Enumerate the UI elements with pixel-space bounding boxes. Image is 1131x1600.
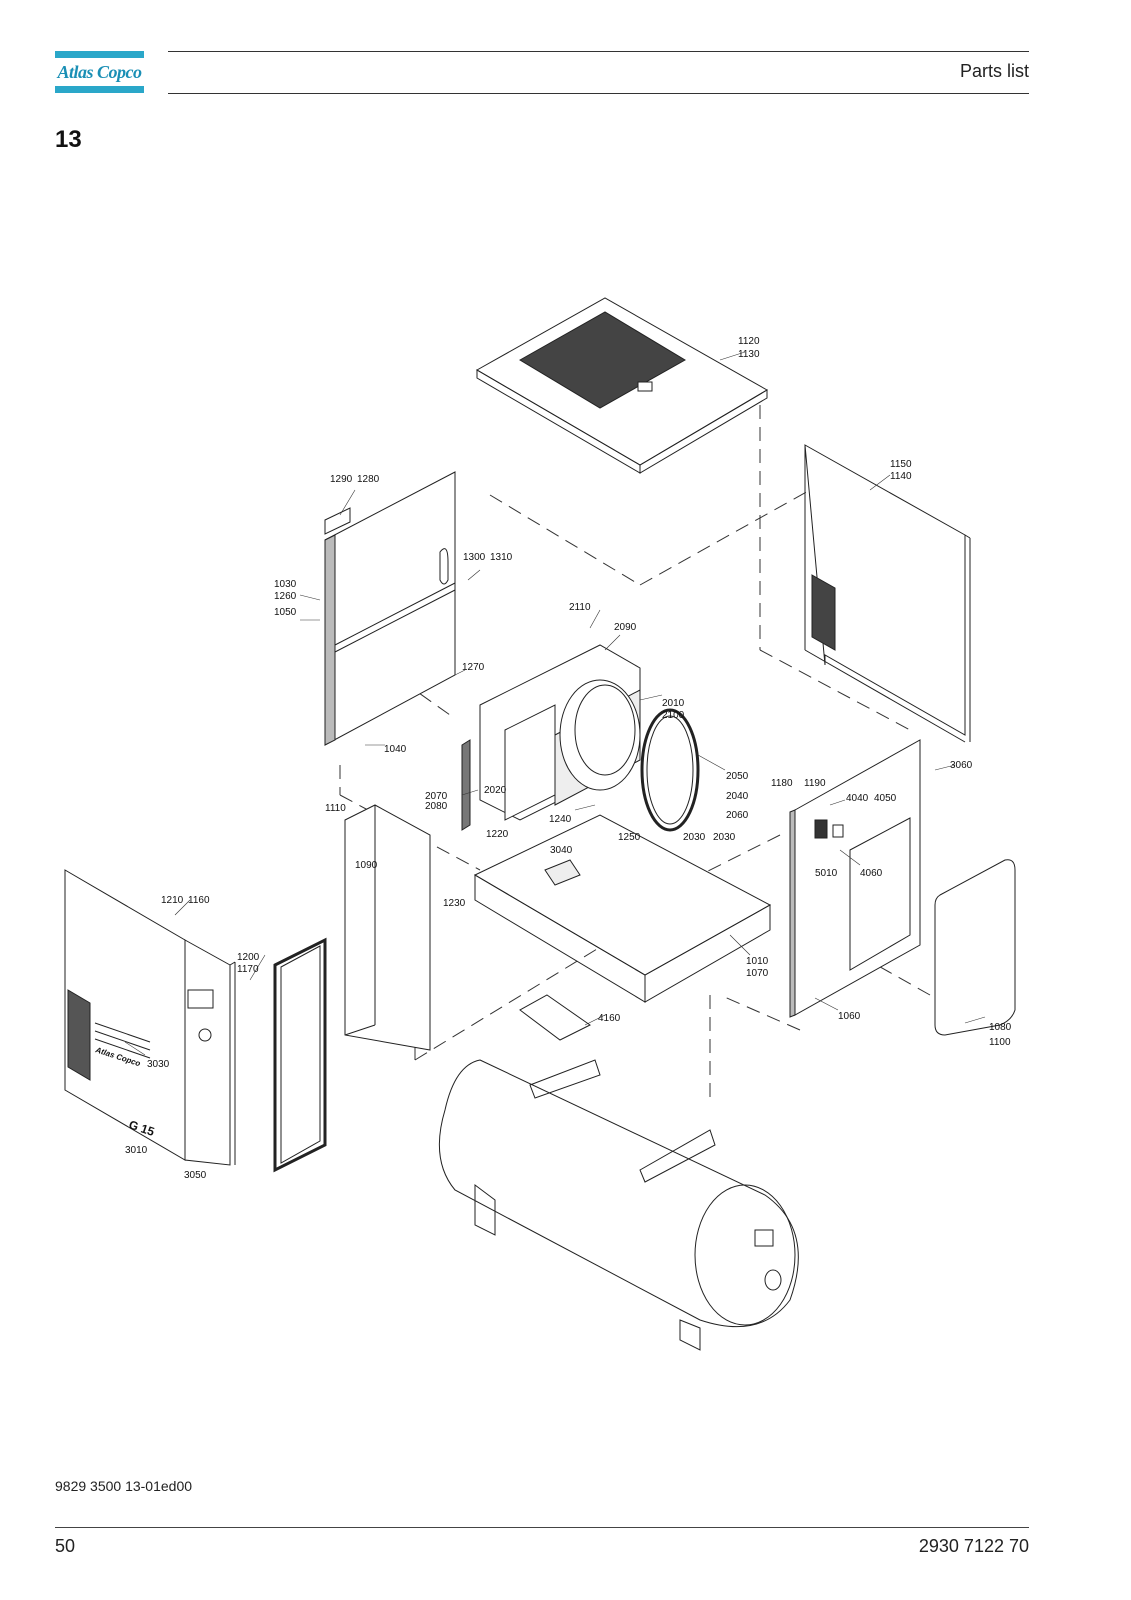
callout-2030: 2030 — [683, 832, 706, 843]
callout-1070: 1070 — [746, 968, 769, 979]
header-title: Parts list — [959, 61, 1029, 81]
callout-3050: 3050 — [184, 1170, 207, 1181]
callout-1080: 1080 — [989, 1022, 1012, 1033]
callout-1110: 1110 — [325, 803, 346, 814]
callout-1210: 1210 — [161, 895, 184, 906]
mounting-bracket — [461, 739, 471, 831]
header-rule-top — [168, 51, 1029, 52]
callout-1130: 1130 — [738, 349, 760, 360]
top-cover-panel — [475, 297, 768, 474]
seal-ring — [640, 708, 700, 832]
callout-1270: 1270 — [462, 662, 485, 673]
page-number: 50 — [55, 1536, 76, 1556]
callout-1240: 1240 — [549, 814, 572, 825]
callout-1260: 1260 — [274, 591, 297, 602]
logo-wordmark: Atlas Copco — [57, 62, 142, 82]
callout-1120: 1120 — [738, 336, 760, 347]
callout-1200: 1200 — [237, 952, 260, 963]
callout-2020: 2020 — [484, 785, 507, 796]
callout-1290: 1290 — [330, 474, 353, 485]
callout-1100: 1100 — [989, 1037, 1011, 1048]
left-rear-panel — [324, 471, 456, 746]
header-rule-bottom — [168, 93, 1029, 94]
callout-labels: 1120 1130 1150 1140 1290 1280 1300 1310 … — [125, 336, 1012, 1181]
callout-2050: 2050 — [726, 771, 749, 782]
callout-1010: 1010 — [746, 956, 769, 967]
callout-4160: 4160 — [598, 1013, 621, 1024]
callout-2110: 2110 — [569, 602, 591, 613]
callout-1250: 1250 — [618, 832, 641, 843]
air-receiver-tank — [438, 1059, 799, 1351]
callout-1040: 1040 — [384, 744, 407, 755]
callout-1020: 2030 — [713, 832, 736, 843]
callout-2060: 2060 — [726, 810, 749, 821]
callout-1060: 1060 — [838, 1011, 861, 1022]
callout-1030: 1030 — [274, 579, 297, 590]
callout-1310: 1310 — [490, 552, 513, 563]
inner-partition-panel — [344, 804, 431, 1051]
right-side-panel — [804, 444, 971, 743]
callout-3010: 3010 — [125, 1145, 148, 1156]
callout-4040: 4040 — [846, 793, 869, 804]
callout-4050: 4050 — [874, 793, 897, 804]
callout-3030: 3030 — [147, 1059, 170, 1070]
panel-plate — [519, 994, 591, 1041]
callout-1090: 1090 — [355, 860, 378, 871]
callout-2010: 2010 — [662, 698, 685, 709]
part-number: 2930 7122 70 — [918, 1536, 1029, 1556]
logo-bar-bottom — [55, 86, 144, 93]
callout-4060: 4060 — [860, 868, 883, 879]
section-number: 13 — [55, 126, 82, 153]
callout-1150: 1150 — [890, 459, 912, 470]
callout-1300: 1300 — [463, 552, 486, 563]
callout-1140: 1140 — [890, 471, 912, 482]
callout-2070: 2070 — [425, 791, 448, 802]
callout-2040: 2040 — [726, 791, 749, 802]
logo-bar-top — [55, 51, 144, 58]
callout-1220: 1220 — [486, 829, 509, 840]
base-frame — [473, 814, 772, 1003]
callout-1180: 1180 — [771, 778, 793, 789]
atlas-copco-logo: Atlas Copco — [55, 51, 144, 95]
document-reference: 9829 3500 13-01ed00 — [55, 1478, 193, 1494]
footer-rule — [55, 1527, 1029, 1528]
callout-2080: 2080 — [425, 801, 448, 812]
front-door — [64, 869, 236, 1166]
leader-lines — [124, 351, 986, 1056]
callout-1170: 1170 — [237, 964, 259, 975]
callout-5010: 5010 — [815, 868, 838, 879]
callout-1230: 1230 — [443, 898, 466, 909]
door-gasket — [273, 937, 327, 1173]
exploded-parts-diagram: 1120 1130 1150 1140 1290 1280 1300 1310 … — [64, 297, 1016, 1351]
callout-1160: 1160 — [188, 895, 210, 906]
access-cover-plate — [934, 859, 1016, 1036]
callout-1280: 1280 — [357, 474, 380, 485]
callout-2090: 2090 — [614, 622, 637, 633]
callout-3040: 3040 — [550, 845, 573, 856]
front-right-panel — [789, 739, 921, 1018]
callout-2100: 2100 — [662, 710, 685, 721]
fan-housing — [479, 644, 641, 821]
callout-1050: 1050 — [274, 607, 297, 618]
callout-1190: 1190 — [804, 778, 826, 789]
callout-3060: 3060 — [950, 760, 973, 771]
